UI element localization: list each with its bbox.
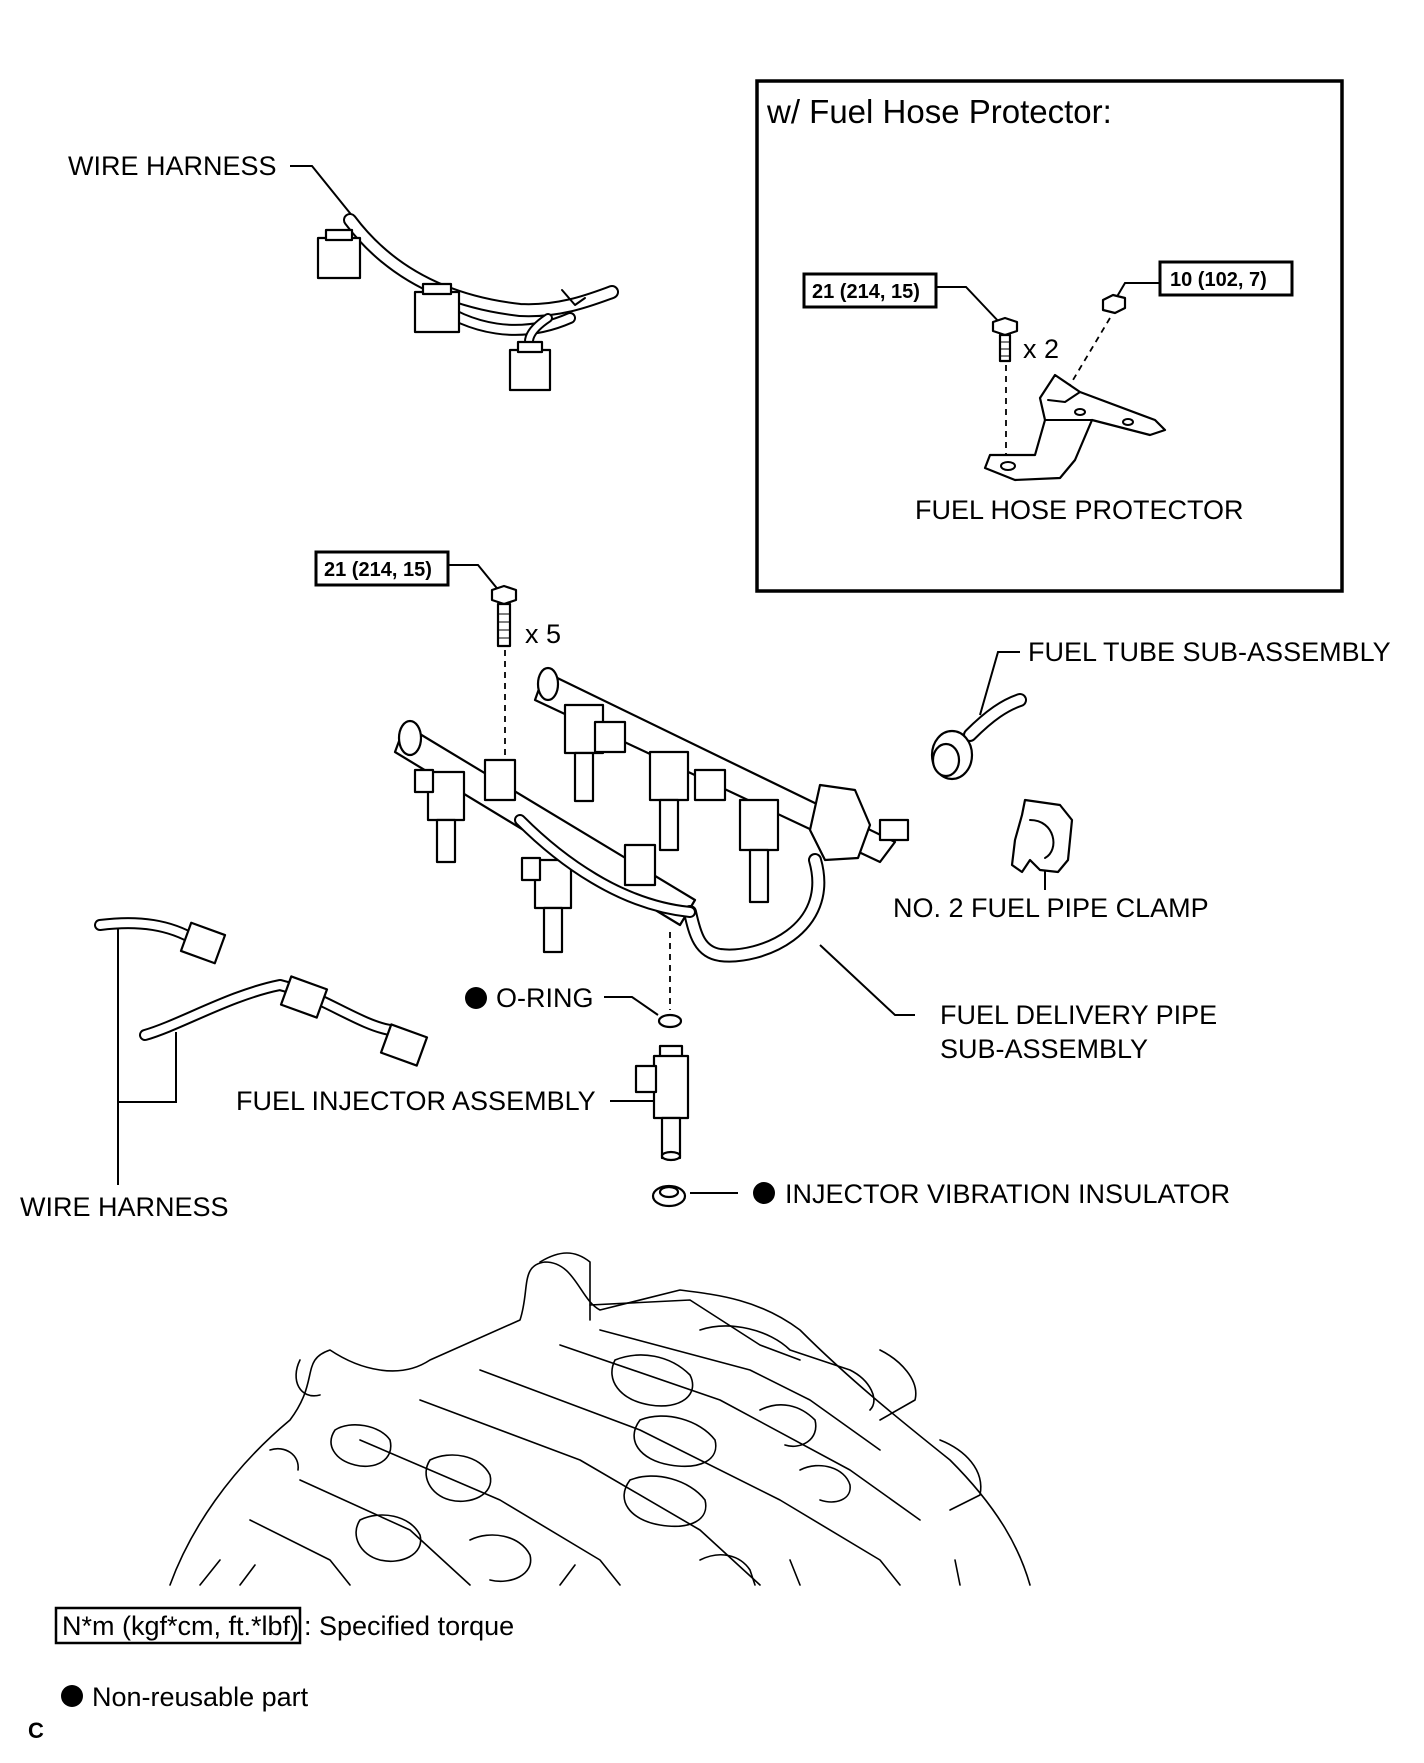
inset-title: w/ Fuel Hose Protector: [766,93,1112,130]
inset-panel: w/ Fuel Hose Protector: 21 (214, 15) 10 … [755,79,1344,593]
main-bolt-qty: x 5 [525,619,561,649]
inset-nut-icon [1101,293,1127,315]
fuel-injector-icon [634,1044,690,1162]
legend-non-reusable: Non-reusable part [92,1682,309,1712]
label-wire-harness-top: WIRE HARNESS [68,151,277,181]
main-bolt-icon [490,584,518,648]
fuel-delivery-pipe-icon [393,666,910,963]
label-fuel-hose-protector: FUEL HOSE PROTECTOR [915,495,1244,525]
inset-bolt-torque: 21 (214, 15) [812,281,920,303]
label-wire-harness-bottom: WIRE HARNESS [20,1192,229,1222]
fuel-hose-protector-icon [983,373,1167,482]
label-fuel-injector: FUEL INJECTOR ASSEMBLY [236,1086,596,1116]
fuel-pipe-clamp-icon [1010,798,1074,874]
main-bolt-torque-box [314,550,450,587]
inset-bolt-torque-box [802,272,938,309]
inset-bolt-icon [991,316,1019,363]
non-reusable-marker-o-ring [465,987,487,1009]
wire-harness-bottom-icon [94,917,429,1067]
inset-nut-torque-box [1158,260,1294,297]
fuel-tube-icon [930,693,1027,781]
o-ring-icon [657,1013,683,1029]
legend-torque-box [54,1606,302,1645]
wire-harness-top-icon [316,213,619,392]
legend-torque-desc: : Specified torque [304,1611,514,1641]
label-fuel-tube: FUEL TUBE SUB-ASSEMBLY [1028,637,1391,667]
non-reusable-marker-insulator [753,1182,775,1204]
injector-insulator-icon [651,1184,687,1208]
engine-block-outline [169,1252,1031,1586]
legend-non-reusable-marker [61,1685,83,1707]
label-fuel-delivery-line2: SUB-ASSEMBLY [940,1034,1148,1064]
label-fuel-pipe-clamp: NO. 2 FUEL PIPE CLAMP [893,893,1209,923]
corner-code: C [28,1718,44,1743]
inset-nut-torque: 10 (102, 7) [1170,269,1267,291]
label-fuel-delivery-line1: FUEL DELIVERY PIPE [940,1000,1217,1030]
label-injector-insulator: INJECTOR VIBRATION INSULATOR [785,1179,1230,1209]
label-o-ring: O-RING [496,983,594,1013]
inset-bolt-qty: x 2 [1023,334,1059,364]
legend-torque-unit: N*m (kgf*cm, ft.*lbf) [62,1611,299,1641]
main-bolt-torque: 21 (214, 15) [324,559,432,581]
